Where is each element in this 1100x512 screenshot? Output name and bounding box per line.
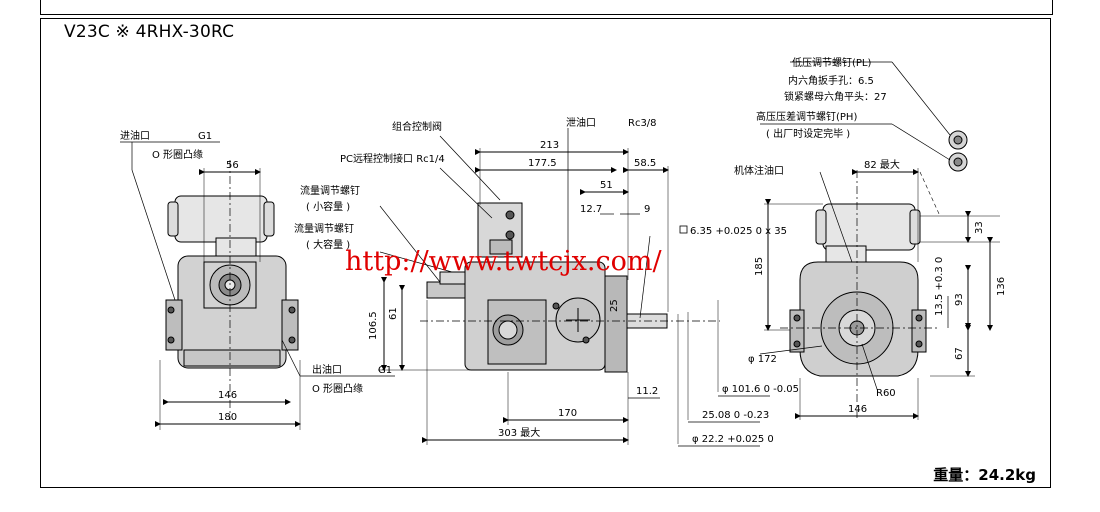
inlet-flange-label: O 形圈凸缘 [152,148,203,161]
square-symbol [679,225,688,234]
dim-93: 93 [954,293,965,306]
dim-25-08: 25.08 0 -0.23 [702,410,769,421]
outlet-thread: G1 [378,365,392,376]
dim-82: 82 最大 [864,158,900,171]
drawing-title: V23C ※ 4RHX-30RC [64,22,235,42]
flow-large-sub: ( 大容量 ) [306,238,350,251]
dim-33: 33 [974,221,985,234]
dim-101-6: φ 101.6 0 -0.05 [722,384,799,395]
dim-r60: R60 [876,388,896,399]
right-view [759,61,1000,420]
flow-small-label: 流量调节螺钉 [300,184,360,197]
dim-key: 6.35 +0.025 0 x 35 [690,226,787,237]
dim-51: 51 [600,180,613,191]
left-view [120,141,395,430]
drawing-frame [40,18,1051,488]
inlet-label: 进油口 [120,129,150,142]
dim-170: 170 [558,408,577,419]
dim-12-7: 12.7 [580,204,602,215]
high-pressure-label: 高压压差调节螺钉(PH) [756,110,857,123]
dim-13-5: 13.5 +0.3 0 [934,257,945,316]
inlet-thread: G1 [198,131,212,142]
dim-303: 303 最大 [498,426,540,439]
middle-view [378,128,770,447]
dim-213: 213 [540,140,559,151]
dim-56: 56 [226,160,239,171]
watermark: http://www.twtcjx.com/ [345,246,662,277]
pc-port-label: PC远程控制接口 Rc1/4 [340,152,445,165]
dim-106-5: 106.5 [368,311,379,340]
dim-61: 61 [388,307,399,320]
dim-9: 9 [644,204,650,215]
dim-11-2: 11.2 [636,386,658,397]
dim-146-right: 146 [848,404,867,415]
flow-small-sub: ( 小容量 ) [306,200,350,213]
dim-185: 185 [754,257,765,276]
dim-22-2: φ 22.2 +0.025 0 [692,434,774,445]
factory-set-label: ( 出厂时设定完毕 ) [766,127,850,140]
dim-177-5: 177.5 [528,158,557,169]
outlet-flange-label: O 形圈凸缘 [312,382,363,395]
hex-wrench-label: 内六角扳手孔：6.5 [788,74,874,87]
fill-port-label: 机体注油口 [734,164,784,177]
drain-thread: Rc3/8 [628,118,657,129]
weight-label: 重量：24.2kg [933,466,1036,484]
dim-172: φ 172 [748,354,777,365]
outlet-label: 出油口 [312,363,342,376]
dim-25: 25 [609,299,620,312]
dim-58-5: 58.5 [634,158,656,169]
top-border [40,0,1053,15]
dim-180: 180 [218,412,237,423]
dim-136: 136 [996,277,1007,296]
drain-label: 泄油口 [566,116,596,129]
dim-67: 67 [954,347,965,360]
low-pressure-label: 低压调节螺钉(PL) [792,56,872,69]
combo-valve-label: 组合控制阀 [392,120,442,133]
flow-large-label: 流量调节螺钉 [294,222,354,235]
lock-nut-label: 锁紧螺母六角平头：27 [784,90,887,103]
dim-146-left: 146 [218,390,237,401]
